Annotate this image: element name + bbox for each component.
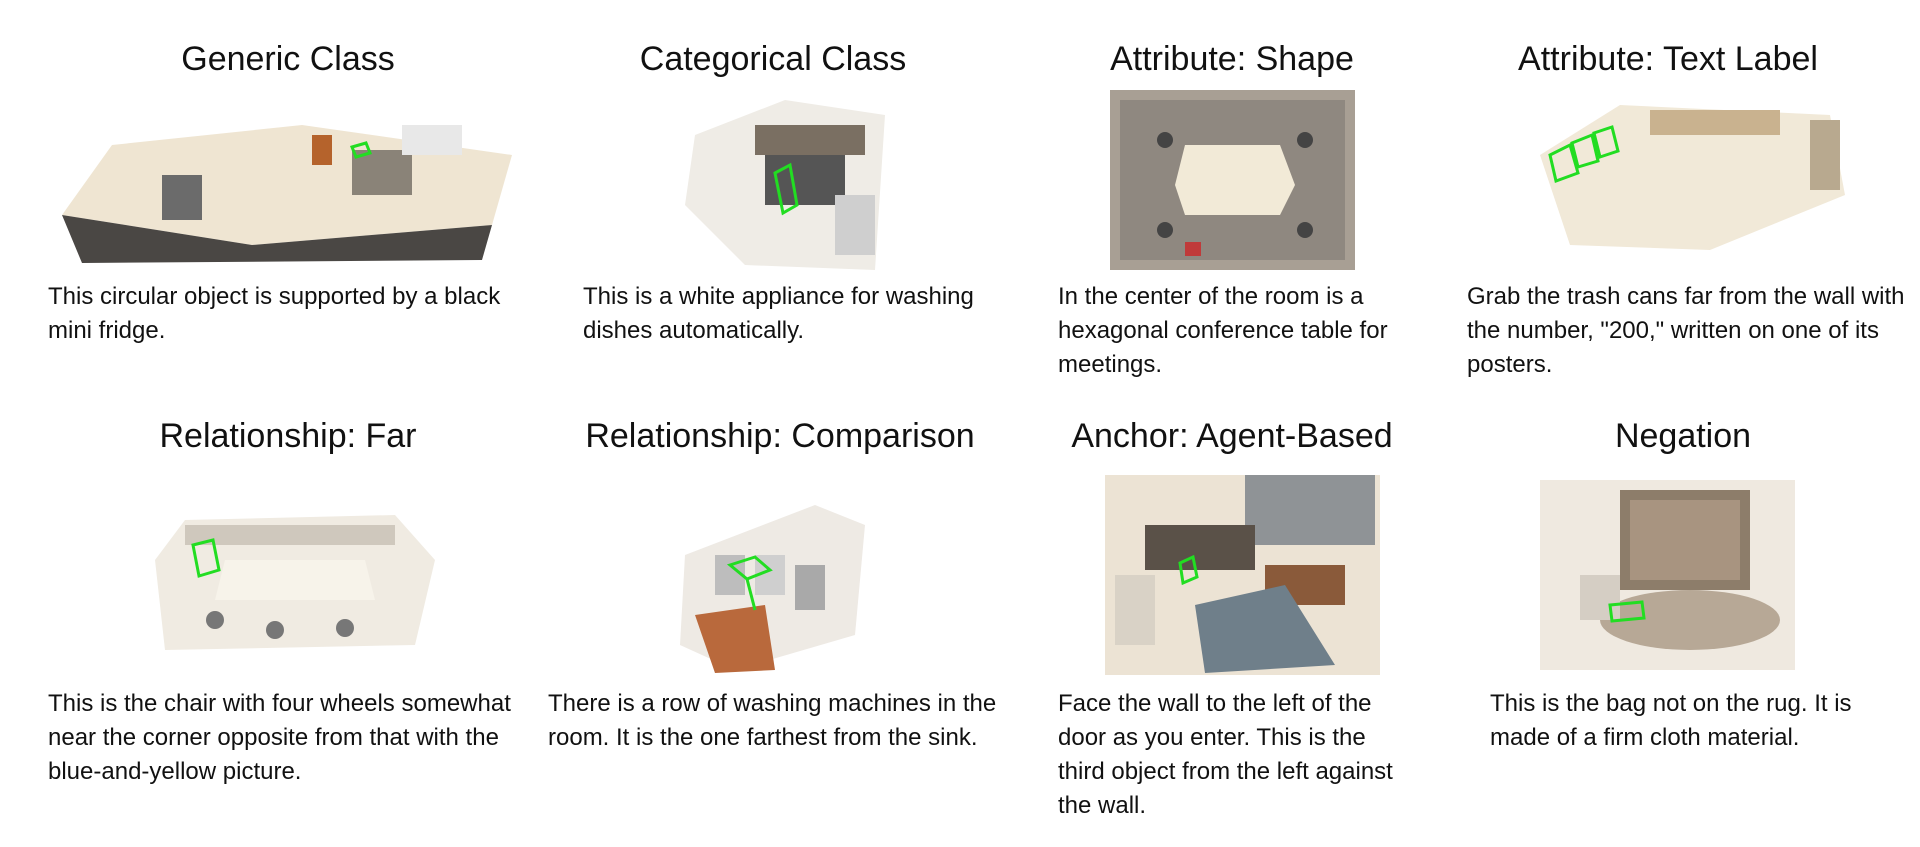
scene-image-relationship-comparison [675,495,875,675]
panel-caption-relationship-comparison: There is a row of washing machines in th… [548,690,997,751]
panel-title-negation: Negation [1614,417,1752,455]
scene-image-relationship-far [145,490,440,655]
scene-image-attribute-text-label [1530,95,1850,265]
panel-title-anchor-agent-based: Anchor: Agent-Based [1071,417,1393,455]
scene-image-generic-class [52,105,526,270]
panel-title-attribute-shape: Attribute: Shape [1110,40,1354,78]
panel-caption-categorical-class: This is a white appliance for washing di… [583,283,974,344]
panel-title-relationship-comparison: Relationship: Comparison [585,417,975,455]
panel-title-categorical-class: Categorical Class [639,40,907,78]
panel-title-relationship-far: Relationship: Far [159,417,417,455]
scene-image-categorical-class [675,95,895,275]
panel-title-generic-class: Generic Class [181,40,395,78]
panel-title-attribute-text-label: Attribute: Text Label [1518,40,1818,78]
scene-image-anchor-agent-based [1105,475,1380,675]
scene-image-attribute-shape [1105,90,1360,270]
panel-caption-relationship-far: This is the chair with four wheels somew… [48,690,511,785]
panel-caption-anchor-agent-based: Face the wall to the left of the door as… [1058,690,1393,819]
panel-caption-negation: This is the bag not on the rug. It is ma… [1490,690,1852,751]
panel-caption-attribute-text-label: Grab the trash cans far from the wall wi… [1467,283,1905,378]
panel-caption-generic-class: This circular object is supported by a b… [48,283,501,344]
panel-caption-attribute-shape: In the center of the room is a hexagonal… [1058,283,1388,378]
scene-image-negation [1540,480,1795,670]
